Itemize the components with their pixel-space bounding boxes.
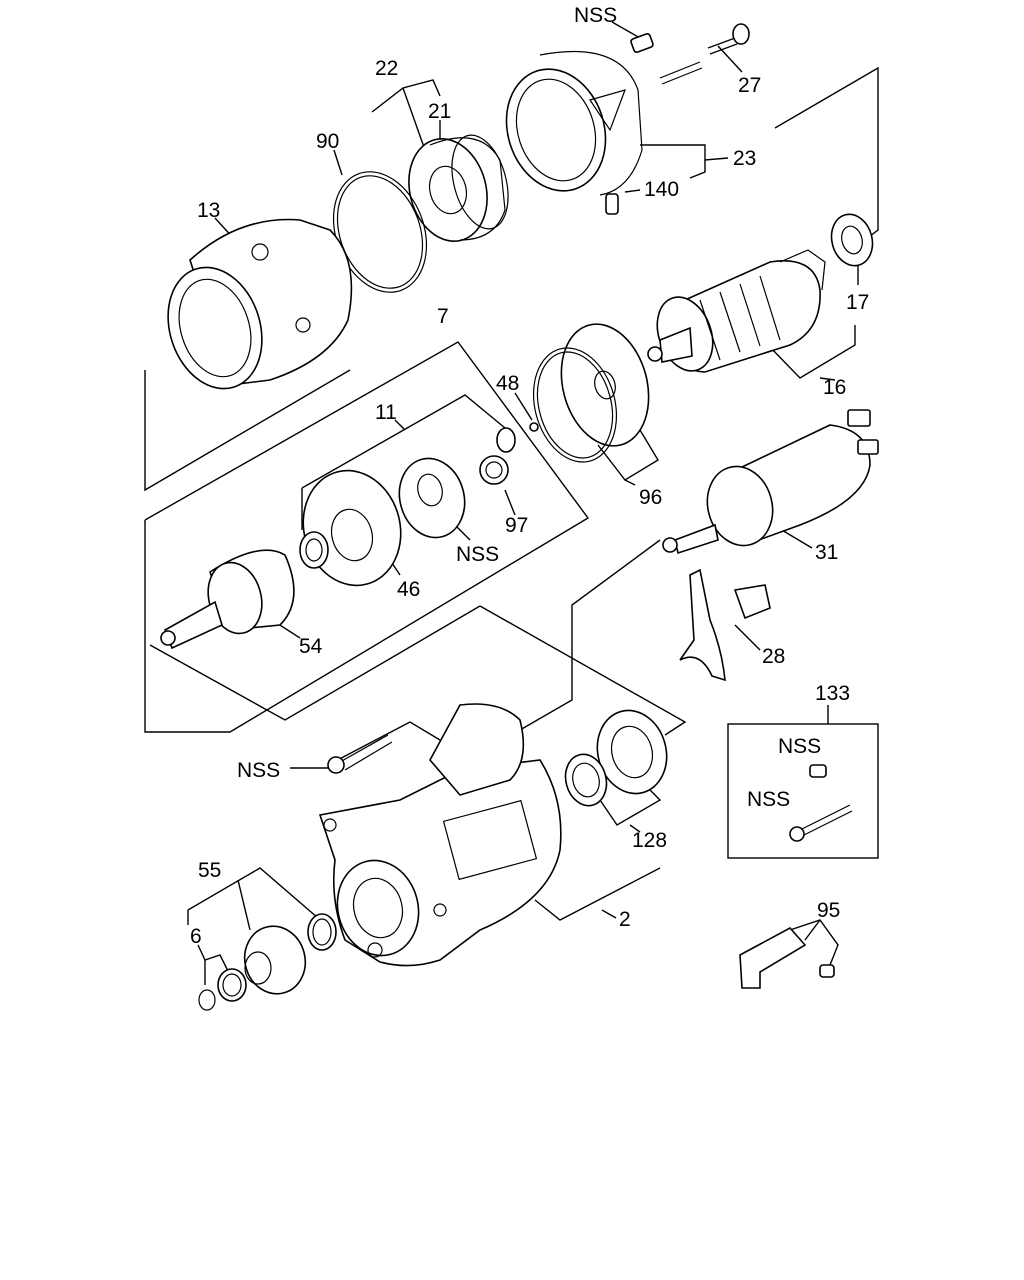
part-96-washers xyxy=(532,323,650,463)
label-part-16: 16 xyxy=(823,376,846,399)
part-2-drive-housing xyxy=(318,703,562,967)
part-23-rear-cover xyxy=(505,50,643,196)
part-17-bearing xyxy=(830,213,874,267)
label-part-133: 133 xyxy=(815,682,850,705)
label-part-96: 96 xyxy=(639,486,662,509)
leader-lines xyxy=(187,21,859,985)
part-13-yoke xyxy=(167,218,353,390)
label-part-48: 48 xyxy=(496,372,519,395)
part-nss-long-bolt xyxy=(327,734,393,774)
label-part-90: 90 xyxy=(316,130,339,153)
part-bolt-nss-top xyxy=(630,33,654,53)
label-part-95: 95 xyxy=(817,899,840,922)
label-part-97: 97 xyxy=(505,514,528,537)
part-140-screw xyxy=(605,193,619,215)
part-27-through-bolts xyxy=(659,23,750,85)
part-nss-gear-carrier xyxy=(398,457,466,539)
label-part-22: 22 xyxy=(375,57,398,80)
label-nss-top: NSS xyxy=(574,4,617,27)
part-6-stop-ring xyxy=(198,968,247,1011)
label-part-23: 23 xyxy=(733,147,756,170)
label-nss-box-2: NSS xyxy=(747,788,790,811)
part-97-pinion-gear xyxy=(479,427,516,485)
part-46-internal-gear xyxy=(299,469,402,587)
label-part-11: 11 xyxy=(375,401,397,424)
part-55-pinion-assembly xyxy=(243,913,337,995)
label-part-28: 28 xyxy=(762,645,785,668)
part-16-armature xyxy=(647,249,826,373)
label-part-7: 7 xyxy=(437,305,449,328)
label-part-17: 17 xyxy=(846,291,869,314)
label-part-140: 140 xyxy=(644,178,679,201)
label-part-13: 13 xyxy=(197,199,220,222)
part-95-bracket xyxy=(739,926,835,989)
part-54-shaft xyxy=(160,549,295,650)
part-21-brush-holder xyxy=(408,134,509,242)
label-nss-box-1: NSS xyxy=(778,735,821,758)
part-31-solenoid xyxy=(662,409,879,555)
label-part-6: 6 xyxy=(190,925,202,948)
label-part-31: 31 xyxy=(815,541,838,564)
part-48-ball xyxy=(529,422,539,432)
label-part-128: 128 xyxy=(632,829,667,852)
label-part-2: 2 xyxy=(619,908,631,931)
label-part-54: 54 xyxy=(299,635,323,658)
label-part-55: 55 xyxy=(198,859,221,882)
part-133-bolt-kit xyxy=(789,764,853,842)
label-nss-bolt: NSS xyxy=(237,759,280,782)
label-nss-gear: NSS xyxy=(456,543,499,566)
part-labels: NSS 27 22 21 90 23 140 13 17 16 7 48 11 … xyxy=(190,4,869,948)
part-28-shift-lever xyxy=(679,568,771,682)
group-outline-lines xyxy=(144,66,879,859)
label-part-21: 21 xyxy=(428,100,451,123)
label-part-27: 27 xyxy=(738,74,761,97)
label-part-46: 46 xyxy=(397,578,420,601)
part-128-bearing-seal xyxy=(564,709,668,807)
